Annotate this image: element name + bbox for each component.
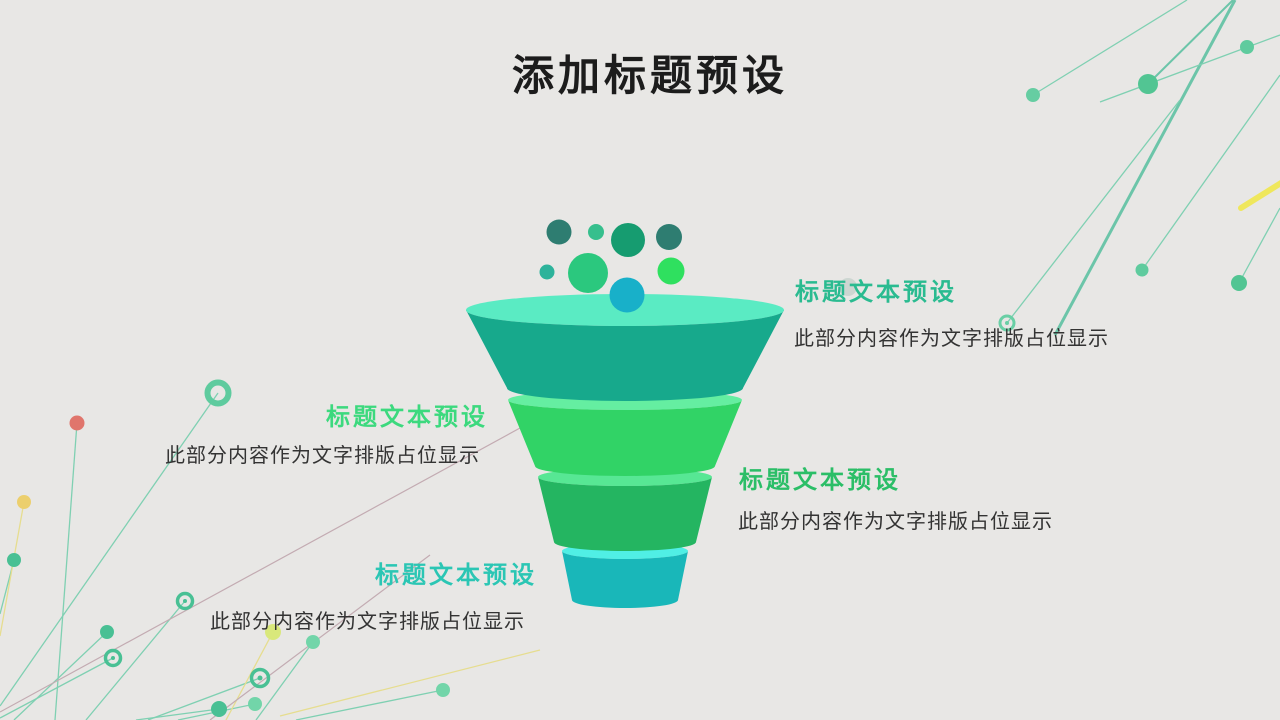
block-2-desc: 此部分内容作为文字排版占位显示: [165, 445, 480, 467]
decor-ring: [103, 648, 123, 668]
decor-line: [13, 631, 108, 720]
decor-line: [1238, 207, 1280, 284]
block-1-desc: 此部分内容作为文字排版占位显示: [794, 328, 1109, 350]
decor-dot: [1135, 263, 1149, 277]
decor-line: [1053, 0, 1237, 336]
decor-dot: [183, 599, 187, 603]
funnel-tier-1: [466, 310, 784, 401]
decor-bottom-left-lines: [0, 392, 444, 720]
decor-line: [1006, 99, 1181, 324]
decor-dot: [306, 635, 320, 649]
decor-line: [1238, 180, 1280, 211]
decor-dot-red: [69, 415, 85, 431]
decor-ring: [249, 667, 271, 689]
decor-dot: [211, 701, 227, 717]
decor-line: [0, 501, 25, 637]
funnel-bubble: [656, 224, 682, 250]
funnel-tier-2: [508, 400, 742, 476]
decor-top-right-lines: [1006, 0, 1280, 336]
decor-line: [1147, 0, 1234, 85]
decor-dot: [1026, 88, 1040, 102]
decor-dot: [257, 675, 263, 681]
decor-dot-yellow: [17, 495, 31, 509]
decor-line: [1141, 74, 1280, 271]
decor-line: [209, 554, 431, 720]
decor-line: [0, 657, 114, 719]
decor-ring: [204, 379, 232, 407]
decor-dot-yellowgreen: [265, 624, 281, 640]
block-4-desc: 此部分内容作为文字排版占位显示: [210, 611, 525, 633]
decor-line: [85, 600, 186, 720]
funnel-bubble: [546, 219, 572, 245]
decor-dot: [436, 683, 450, 697]
block-3-title: 标题文本预设: [739, 467, 901, 494]
decor-yellow-lines: [0, 501, 541, 720]
decor-dot: [1231, 275, 1247, 291]
funnel-bubble: [568, 253, 608, 293]
decor-dot-faded: [839, 278, 857, 296]
decor-dot: [7, 553, 21, 567]
decor-line: [0, 427, 521, 713]
decor-line: [0, 392, 219, 707]
block-2-title: 标题文本预设: [326, 404, 488, 431]
decor-line: [295, 689, 444, 720]
funnel-bubble: [611, 223, 645, 257]
funnel-bubble: [657, 257, 685, 285]
block-4-title: 标题文本预设: [375, 562, 537, 589]
block-3-desc: 此部分内容作为文字排版占位显示: [738, 511, 1053, 533]
funnel-tier-4: [562, 551, 688, 608]
decor-mauve-lines: [0, 427, 521, 720]
decor-line: [279, 649, 541, 717]
funnel-bubble: [609, 277, 645, 313]
block-1-title: 标题文本预设: [795, 279, 957, 306]
decor-line: [147, 677, 261, 720]
decor-line: [1032, 0, 1188, 96]
decor-ring: [175, 591, 195, 611]
decor-line: [54, 422, 78, 720]
decor-dot: [1138, 74, 1158, 94]
decor-line: [225, 631, 274, 720]
decor-dots: [7, 40, 1254, 717]
decor-dot: [248, 697, 262, 711]
funnel-bubble: [539, 264, 555, 280]
decor-dot: [111, 656, 115, 660]
decor-dot: [100, 625, 114, 639]
funnel-bubble: [588, 224, 604, 240]
decor-ring: [998, 314, 1016, 332]
page-title: 添加标题预设: [511, 52, 789, 99]
decor-line: [135, 708, 220, 720]
funnel-tier-3: [538, 477, 712, 551]
decor-dot: [1240, 40, 1254, 54]
decor-dot: [1005, 321, 1009, 325]
decor-line: [255, 641, 314, 720]
